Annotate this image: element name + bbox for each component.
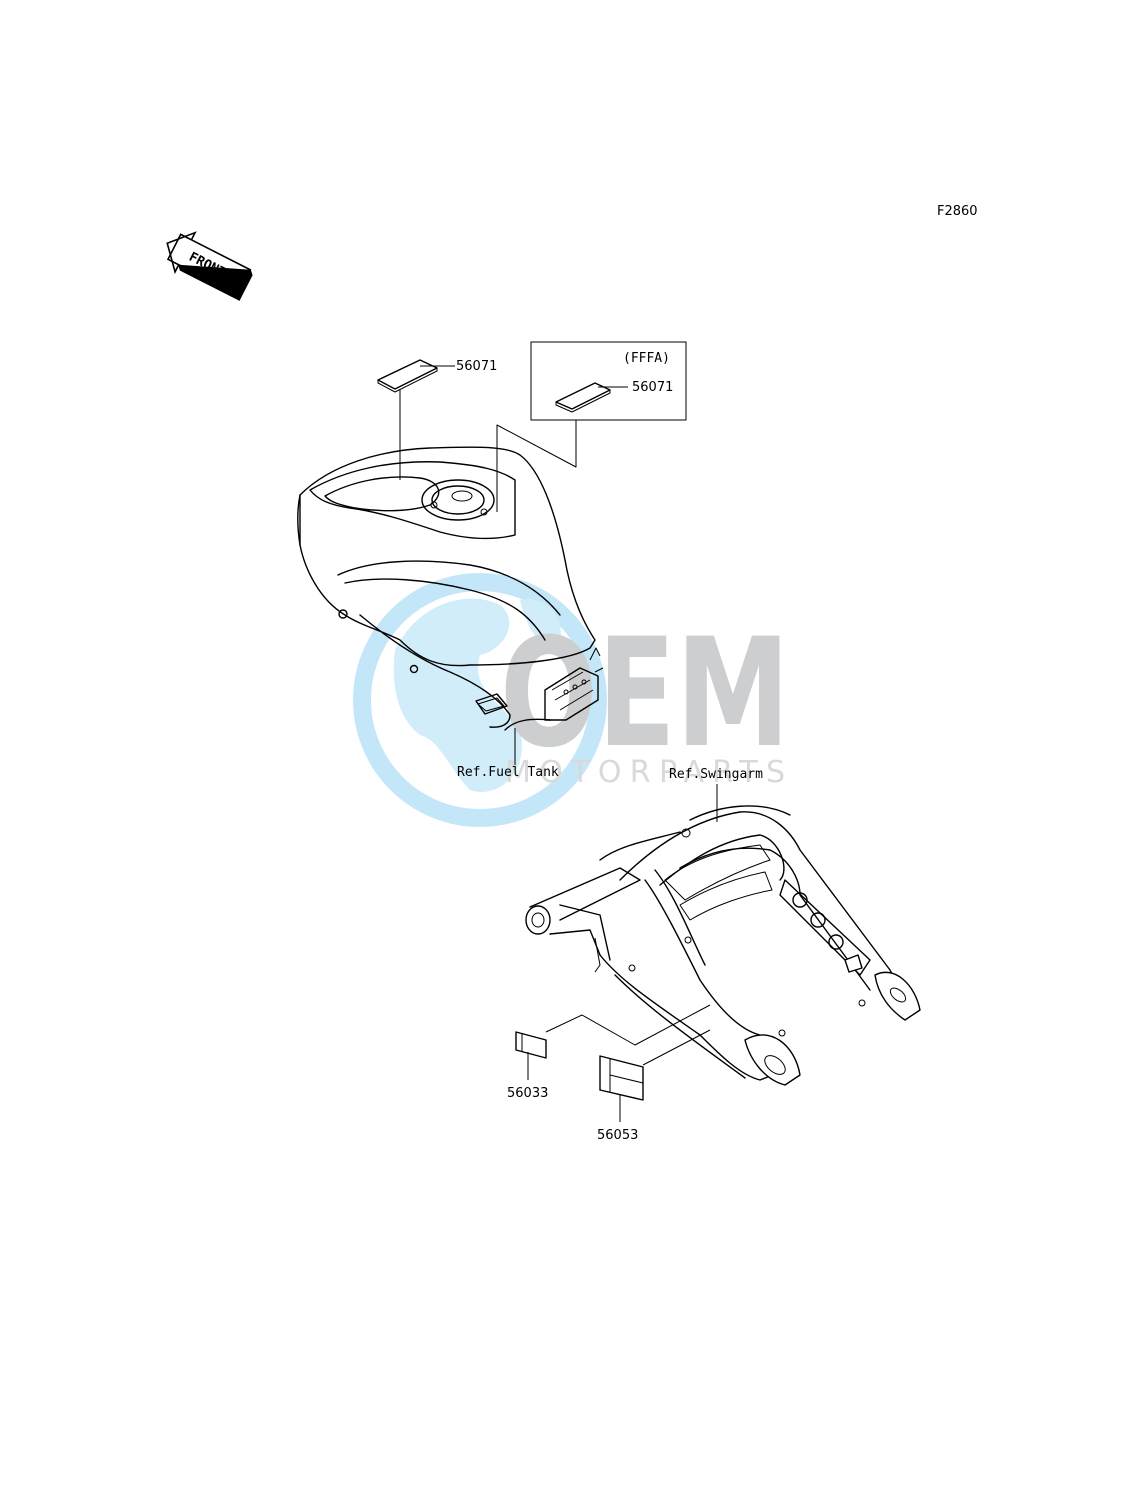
front-arrow-icon: FRONT <box>166 231 253 301</box>
callout-56033: 56033 <box>507 1086 548 1101</box>
label-56053-sticker <box>599 1055 644 1122</box>
callout-56053: 56053 <box>597 1128 638 1143</box>
label-56033-sticker <box>515 1031 547 1080</box>
variant-code-label: (FFFA) <box>623 351 670 366</box>
fuel-tank-drawing <box>297 446 604 765</box>
ref-swingarm: Ref.Swingarm <box>669 767 763 782</box>
ref-fuel-tank: Ref.Fuel Tank <box>457 765 559 780</box>
watermark-tagline: MOTORPARTS <box>505 755 785 790</box>
swingarm-mesh <box>664 844 773 921</box>
sticker-56071-tank <box>377 359 455 480</box>
callout-56071-variant: 56071 <box>632 380 673 395</box>
variant-box-fffa <box>496 341 687 512</box>
watermark-brand: OEM <box>500 607 790 781</box>
callout-56071-tank: 56071 <box>456 359 497 374</box>
swingarm-drawing <box>525 805 921 1086</box>
watermark: OEM MOTORPARTS <box>353 573 790 827</box>
figure-code: F2860 <box>937 204 978 219</box>
